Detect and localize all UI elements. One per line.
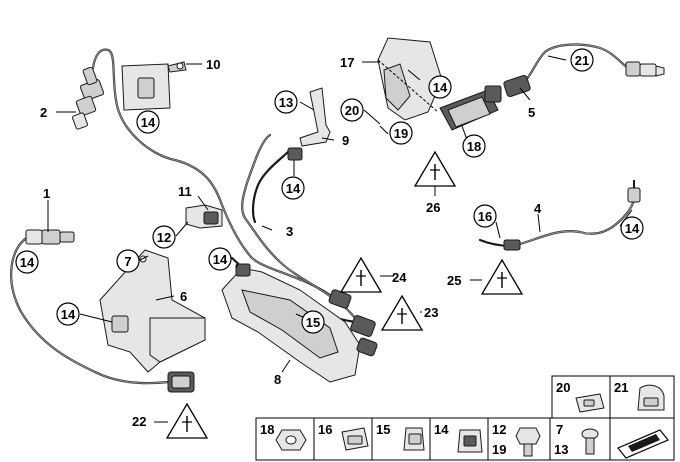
warning-triangle-25 [480, 258, 524, 295]
oxygen-sensor-21 [625, 61, 665, 77]
svg-text:14: 14 [20, 255, 35, 270]
bracket-10 [121, 61, 187, 111]
circle-callout-15: 15 [301, 310, 325, 334]
cable-clip-14-icon [457, 429, 483, 453]
legend-label-20: 20 [556, 380, 570, 395]
bracket-17 [377, 37, 443, 121]
warning-triangle-23 [380, 294, 424, 331]
clamp-21-icon [637, 384, 665, 411]
circle-callout-13: 13 [274, 90, 298, 114]
bracket-8 [221, 263, 361, 383]
warning-triangle-22 [165, 402, 209, 439]
legend-label-19: 19 [492, 442, 506, 457]
screw-7-icon [581, 428, 599, 455]
callout-10: 10 [206, 57, 220, 72]
legend-label-21: 21 [614, 380, 628, 395]
control-unit-18 [439, 74, 531, 131]
callout-25: 25 [447, 273, 461, 288]
hex-nut-18-icon [275, 429, 307, 451]
circle-callout-14-mid: 14 [281, 176, 305, 200]
circle-callout-14-sensor4: 14 [620, 216, 644, 240]
oxygen-sensor-1 [25, 229, 75, 245]
circle-callout-14-top: 14 [136, 110, 160, 134]
svg-text:7: 7 [124, 254, 131, 269]
callout-23: 23 [424, 305, 438, 320]
circle-callout-18: 18 [462, 134, 486, 158]
circle-callout-14-left: 14 [15, 250, 39, 274]
leader-lines [47, 55, 633, 423]
svg-text:19: 19 [394, 126, 408, 141]
circle-callout-7: 7 [116, 249, 140, 273]
svg-text:18: 18 [467, 139, 481, 154]
callout-4: 4 [534, 201, 542, 216]
legend-label-16: 16 [318, 422, 332, 437]
clip-11 [185, 204, 223, 229]
svg-text:14: 14 [625, 221, 640, 236]
svg-text:12: 12 [157, 230, 171, 245]
warning-triangle-26 [413, 150, 457, 187]
circle-callout-14-right: 14 [428, 75, 452, 99]
warning-triangle-24 [339, 256, 383, 293]
clip-15-icon [403, 427, 425, 451]
svg-text:13: 13 [279, 95, 293, 110]
callout-3: 3 [286, 224, 293, 239]
legend-label-15: 15 [376, 422, 390, 437]
svg-text:14: 14 [433, 80, 448, 95]
legend-label-14: 14 [434, 422, 449, 437]
bracket-9 [287, 87, 331, 161]
sheet-arrow-icon [617, 429, 669, 459]
bracket-6 [99, 249, 206, 373]
callout-17: 17 [340, 55, 354, 70]
svg-text:14: 14 [286, 181, 301, 196]
circle-callout-21: 21 [570, 48, 594, 72]
circle-callout-20: 20 [340, 98, 364, 122]
legend-label-12: 12 [492, 422, 506, 437]
callout-9: 9 [342, 133, 349, 148]
circle-callout-12: 12 [152, 225, 176, 249]
oxygen-sensor-2 [72, 66, 105, 130]
circle-callout-14-bracket: 14 [56, 302, 80, 326]
callout-2: 2 [40, 105, 47, 120]
svg-text:15: 15 [306, 315, 320, 330]
fastener-20-icon [575, 393, 605, 413]
svg-text:20: 20 [345, 103, 359, 118]
legend-label-18: 18 [260, 422, 274, 437]
connector-23-side [350, 315, 378, 357]
callout-24: 24 [392, 270, 407, 285]
bolt-12-icon [515, 427, 541, 457]
callout-6: 6 [180, 289, 187, 304]
connector-22 [167, 371, 195, 393]
legend-label-7: 7 [556, 422, 563, 437]
legend-table: 20 21 18 16 15 14 12 19 7 13 [255, 375, 675, 461]
circle-callout-14-center: 14 [208, 247, 232, 271]
callout-8: 8 [274, 372, 281, 387]
circle-callout-16: 16 [473, 204, 497, 228]
svg-text:21: 21 [575, 53, 589, 68]
callout-22: 22 [132, 414, 146, 429]
callout-1: 1 [43, 186, 50, 201]
svg-text:14: 14 [61, 307, 76, 322]
callout-11: 11 [178, 184, 192, 199]
circle-callout-19: 19 [389, 121, 413, 145]
callout-26: 26 [426, 200, 440, 215]
legend-label-13: 13 [554, 442, 568, 457]
svg-text:14: 14 [141, 115, 156, 130]
svg-text:14: 14 [213, 252, 228, 267]
temperature-sensor-4 [503, 180, 641, 251]
svg-text:16: 16 [478, 209, 492, 224]
callout-5: 5 [528, 105, 535, 120]
clip-16-icon [341, 427, 369, 451]
